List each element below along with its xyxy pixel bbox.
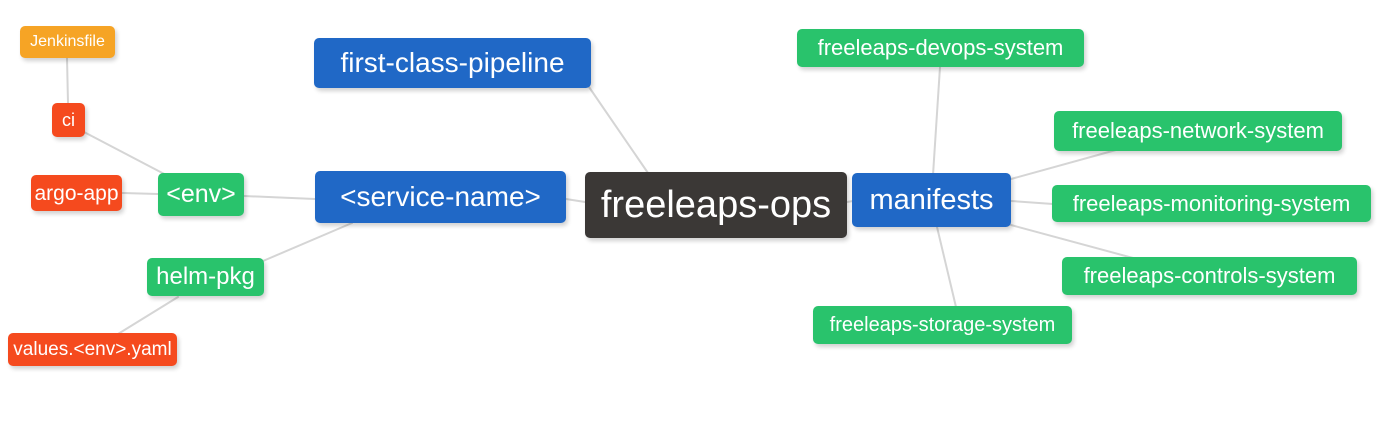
edge-env-service-name: [243, 195, 316, 200]
node-monitoring-system[interactable]: freeleaps-monitoring-system: [1052, 185, 1371, 222]
node-controls-system[interactable]: freeleaps-controls-system: [1062, 257, 1357, 295]
edge-pipeline-ops: [588, 86, 649, 174]
edge-manifests-monitoring: [1010, 200, 1054, 205]
node-jenkinsfile[interactable]: Jenkinsfile: [20, 26, 115, 58]
node-ci[interactable]: ci: [52, 103, 85, 137]
node-service-name[interactable]: <service-name>: [315, 171, 566, 223]
edge-manifests-network: [1010, 149, 1117, 180]
node-argo-app[interactable]: argo-app: [31, 175, 122, 211]
edge-manifests-controls: [1010, 224, 1134, 259]
edge-values-helm-pkg: [117, 296, 179, 335]
node-first-class-pipeline[interactable]: first-class-pipeline: [314, 38, 591, 88]
edge-ci-env: [83, 131, 171, 178]
node-freeleaps-ops-root[interactable]: freeleaps-ops: [585, 172, 847, 238]
node-manifests[interactable]: manifests: [852, 173, 1011, 227]
node-devops-system[interactable]: freeleaps-devops-system: [797, 29, 1084, 67]
node-network-system[interactable]: freeleaps-network-system: [1054, 111, 1342, 151]
node-env[interactable]: <env>: [158, 173, 244, 216]
edge-argo-app-env: [121, 192, 159, 195]
edge-jenkinsfile-ci: [66, 57, 69, 104]
edge-service-name-ops: [565, 198, 586, 203]
edge-manifests-storage: [936, 226, 957, 308]
node-helm-pkg[interactable]: helm-pkg: [147, 258, 264, 296]
node-values-env-yaml[interactable]: values.<env>.yaml: [8, 333, 177, 366]
edge-manifests-devops: [932, 66, 941, 176]
edge-helm-pkg-service-name: [262, 222, 353, 262]
node-storage-system[interactable]: freeleaps-storage-system: [813, 306, 1072, 344]
